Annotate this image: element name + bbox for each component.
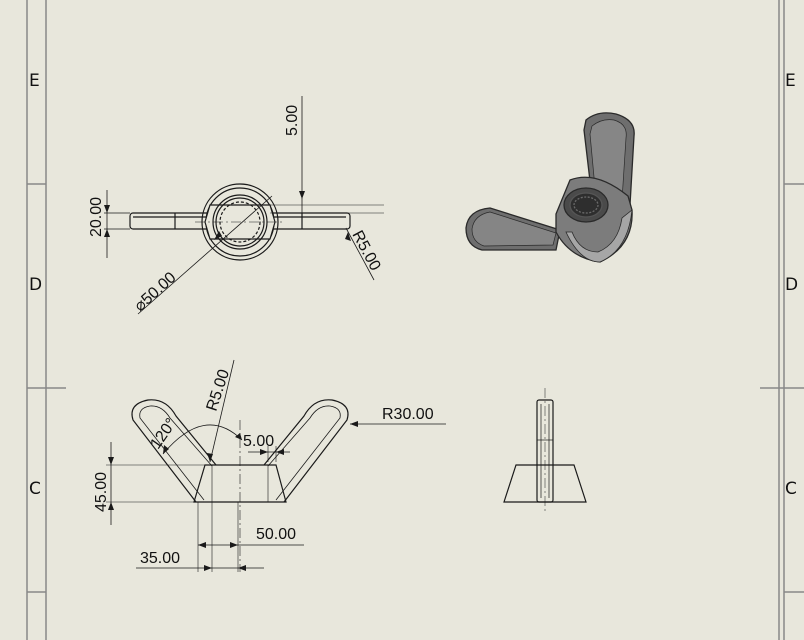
dim-radius-5-top: R5.00 <box>348 228 383 274</box>
dim-diameter-50: ⌀50.00 <box>131 269 179 315</box>
top-view-arrows <box>104 191 351 241</box>
dim-thickness-5: 5.00 <box>284 105 301 136</box>
isometric-view <box>465 112 635 263</box>
zone-label-left-c: C <box>29 479 41 499</box>
dim-angle-120: 120° <box>147 415 180 452</box>
dim-gap-5: 5.00 <box>243 433 274 450</box>
zone-label-right-c: C <box>785 479 797 499</box>
dim-height-45: 45.00 <box>93 472 110 512</box>
sheet-border <box>26 0 804 640</box>
dim-width-35: 35.00 <box>140 550 180 567</box>
dim-radius-30: R30.00 <box>382 406 434 423</box>
side-view <box>503 388 587 514</box>
zone-label-right-d: D <box>785 275 799 295</box>
front-view-arrows <box>108 421 358 571</box>
zone-label-left-e: E <box>29 71 40 91</box>
top-view <box>104 96 384 315</box>
zone-label-right-e: E <box>785 71 796 91</box>
dim-width-50: 50.00 <box>256 526 296 543</box>
dim-height-20: 20.00 <box>88 197 105 237</box>
dim-radius-5-front: R5.00 <box>204 367 233 413</box>
front-view <box>106 359 446 572</box>
zone-label-left-d: D <box>29 275 43 295</box>
front-view-dim-labels: R5.00 120° 5.00 45.00 R30.00 50.00 35.00 <box>93 367 434 567</box>
